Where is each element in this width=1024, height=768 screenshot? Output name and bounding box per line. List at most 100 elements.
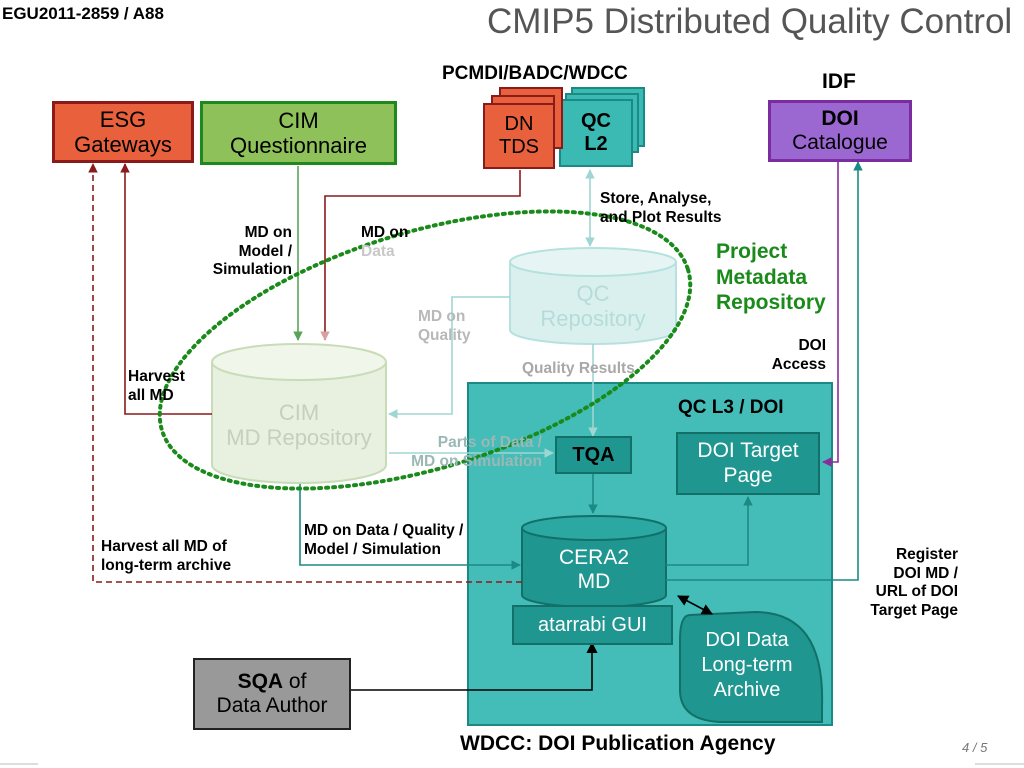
tqa-label: TQA [572,443,615,466]
project-line-3: Repository [716,291,826,315]
cim-q-line-1: CIM [278,107,319,133]
dn-line-1: DN [504,113,534,135]
sqa-line-2: Data Author [216,694,328,717]
conn-doi-access [822,162,839,467]
atarrabi-gui-box: atarrabi GUI [512,605,673,645]
doi-cat-line-1: DOI [821,106,859,130]
md-all-1: MD on Data / Quality / [304,522,464,539]
harvest-2: all MD [128,386,174,404]
sqa-of: of [288,669,307,693]
label-store-analyse: Store, Analyse, and Plot Results [600,190,721,227]
md-quality-2: Quality [418,326,471,344]
conn-harvest-long-term [88,163,522,583]
doi-catalogue-box: DOI Catalogue [768,100,912,162]
cera2-label: CERA2 MD [522,542,666,598]
project-line-2: Metadata [716,265,808,289]
md-model-3: Simulation [212,261,292,279]
conn-gui-archive [677,595,713,615]
doi-access-2: Access [771,355,826,373]
harvest-1: Harvest [128,368,185,385]
poster-ref: EGU2011-2859 / A88 [2,4,164,23]
conn-harvest-esg [120,163,212,415]
md-quality-1: MD on [418,308,466,325]
harvest-long-2: long-term archive [101,556,232,574]
cera2-line-1: CERA2 [558,545,630,569]
cim-repository-label: CIM MD Repository [212,394,386,456]
dn-line-2: TDS [499,136,539,158]
esg-gateways-box: ESG Gateways [52,101,194,163]
pcmdi-label: PCMDI/BADC/WDCC [442,63,628,84]
md-all-2: Model / Simulation [304,540,441,558]
qc-l2-box: QC L2 [560,100,632,166]
cera2-line-2: MD [577,570,611,593]
qc-line-2: L2 [584,133,608,155]
cim-repository-cylinder [211,343,387,484]
parts-2: MD on Simulation [411,452,542,470]
qc-l3-label: QC L3 / DOI [678,397,784,418]
doi-cat-line-2: Catalogue [792,131,888,154]
doi-target-line-2: Page [723,463,773,487]
label-doi-access: DOI Access [756,337,826,374]
archive-line-1: DOI Data [705,628,789,651]
cim-repo-line-1: CIM [278,399,320,425]
store-1: Store, Analyse, [600,190,712,207]
qc-repo-line-2: Repository [540,306,646,331]
conn-cera-to-doi-target [666,496,753,566]
project-metadata-label: Project Metadata Repository [716,239,826,316]
archive-line-2: Long-term [701,653,793,676]
conn-sqa-to-gui [351,641,598,691]
register-3: URL of DOI [875,583,958,601]
sqa-box: SQA of Data Author [193,658,351,730]
label-harvest-long-term: Harvest all MD of long-term archive [101,538,231,575]
md-data-2: Data [361,242,395,260]
doi-archive-label: DOI Data Long-term Archive [688,622,806,708]
register-4: Target Page [870,601,958,619]
conn-dn-to-repo [320,170,521,341]
conn-register-doi [666,161,863,581]
doi-target-line-1: DOI Target [697,439,799,463]
project-line-1: Project [716,240,788,263]
label-md-data: MD on Data [361,224,408,261]
sqa-strong: SQA [237,669,284,693]
md-data-1: MD on [361,224,409,241]
qc-repo-line-1: QC [576,280,610,306]
esg-line-1: ESG [99,106,147,132]
doi-archive-shape [679,610,824,723]
parts-1: Parts of Data / [437,434,542,451]
project-metadata-ellipse [157,209,693,491]
sqa-line-1: SQA of [238,670,307,694]
conn-md-all-to-cera [299,484,521,570]
label-register-doi: Register DOI MD / URL of DOI Target Page [838,546,958,620]
label-md-model: MD on Model / Simulation [191,224,292,280]
archive-line-3: Archive [713,678,781,701]
esg-line-2: Gateways [74,132,172,157]
page-title: CMIP5 Distributed Quality Control [487,2,1013,41]
qc-line-1: QC [581,110,611,132]
register-1: Register [895,546,958,563]
doi-target-page-box: DOI Target Page [676,432,820,495]
cim-q-line-2: Questionnaire [230,133,367,158]
tqa-box: TQA [555,436,632,474]
label-md-all: MD on Data / Quality / Model / Simulatio… [304,522,463,559]
label-harvest-all-md: Harvest all MD [128,368,185,405]
qc-repository-label: QC Repository [512,276,674,336]
page-number: 4 / 5 [962,740,988,755]
dn-tds-box: DN TDS [484,104,554,168]
idf-label: IDF [822,70,856,93]
conn-md-quality [388,296,510,419]
harvest-long-1: Harvest all MD of [101,538,227,555]
label-md-quality: MD on Quality [418,308,471,345]
cim-repo-line-2: MD Repository [226,425,372,450]
wdcc-label: WDCC: DOI Publication Agency [460,732,776,755]
store-2: and Plot Results [600,208,722,226]
cim-questionnaire-box: CIM Questionnaire [200,101,397,165]
qc-repository-cylinder [509,247,677,345]
register-2: DOI MD / [893,564,958,582]
doi-access-1: DOI [798,337,826,354]
dn-card-front [483,103,555,169]
md-model-2: Model / [238,242,292,260]
label-parts-of-data: Parts of Data / MD on Simulation [390,434,542,471]
atarrabi-label: atarrabi GUI [538,613,647,636]
label-quality-results: Quality Results [522,360,635,377]
md-model-1: MD on [244,224,292,241]
